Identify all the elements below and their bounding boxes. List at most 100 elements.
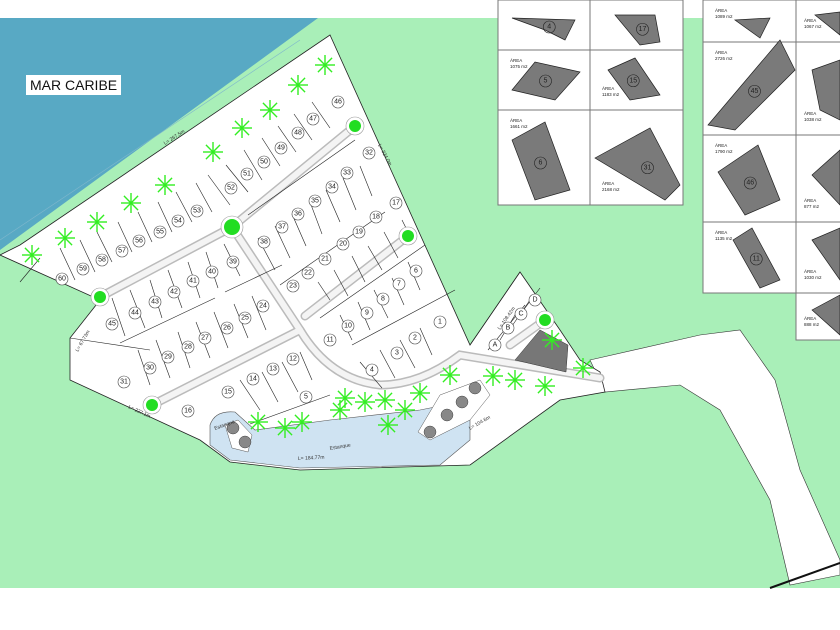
lot-53: 53 — [190, 204, 204, 218]
lot-boundary — [96, 231, 113, 263]
lot-24: 24 — [256, 299, 270, 313]
lot-57: 57 — [115, 244, 129, 258]
palm-tree-icon — [288, 75, 308, 95]
lot-60: 60 — [55, 272, 69, 286]
palm-frond — [575, 360, 584, 369]
lot-43: 43 — [148, 295, 162, 309]
palm-frond — [157, 177, 166, 186]
palm-frond — [262, 109, 271, 118]
palm-frond — [507, 379, 516, 388]
dimension-label: L= 184.77m — [298, 455, 325, 462]
lot-marker — [105, 317, 119, 331]
lot-55: 55 — [153, 225, 167, 239]
palm-trees — [22, 55, 593, 438]
area-label: ÁREA — [510, 57, 522, 63]
palm-frond — [339, 409, 348, 418]
lot-marker — [488, 338, 502, 352]
lot-number: 53 — [193, 208, 201, 215]
lot-boundary — [309, 201, 323, 235]
palm-frond — [575, 367, 584, 376]
roundabouts — [90, 116, 555, 415]
palm-tree-icon — [573, 358, 593, 378]
lot-labels: 1234567891011121314151617181920212223242… — [55, 95, 542, 418]
lot-number: 10 — [344, 323, 352, 330]
lot-23: 23 — [286, 279, 300, 293]
palm-frond — [317, 64, 326, 73]
lot-number: 9 — [365, 310, 369, 317]
lot-number: 16 — [184, 408, 192, 415]
lot-number: 54 — [174, 218, 182, 225]
lot-shape — [511, 121, 571, 201]
lot-boundary — [59, 247, 76, 281]
lot-number: 38 — [260, 239, 268, 246]
lot-boundary — [261, 371, 279, 403]
palm-frond — [277, 420, 286, 429]
lot-marker — [291, 207, 305, 221]
lot-marker — [408, 331, 422, 345]
lot-boundary — [383, 231, 399, 259]
lot-boundary — [137, 211, 153, 243]
palm-frond — [31, 254, 40, 263]
palm-frond — [257, 421, 266, 430]
lot-boundary — [224, 264, 283, 293]
lot-number: 14 — [249, 376, 257, 383]
palm-frond — [324, 64, 333, 73]
lot-boundary — [399, 339, 416, 369]
lot-number: 20 — [339, 241, 347, 248]
palm-frond — [364, 394, 373, 403]
lot-marker — [238, 311, 252, 325]
lot-number: 40 — [208, 269, 216, 276]
lot-marker — [246, 372, 260, 386]
lot-number: 42 — [170, 289, 178, 296]
palm-tree-icon — [260, 100, 280, 120]
island — [417, 379, 491, 441]
palm-frond — [250, 421, 259, 430]
area-label: ÁREA — [715, 229, 727, 235]
palm-frond — [212, 151, 221, 160]
area-value: 2168 m2 — [602, 187, 620, 192]
area-value: 1089 m2 — [715, 14, 733, 19]
lot-boundary — [261, 137, 281, 167]
lot-number: 27 — [201, 335, 209, 342]
lot-number: 34 — [328, 184, 336, 191]
lot-marker — [528, 293, 542, 307]
lot-number: 33 — [343, 170, 351, 177]
lot-number: 41 — [189, 278, 197, 285]
boundary-line — [769, 562, 840, 589]
lot-1: 1 — [433, 315, 447, 329]
lot-marker — [433, 315, 447, 329]
lot-boundary — [317, 281, 331, 301]
palm-frond — [492, 368, 501, 377]
palm-frond — [205, 151, 214, 160]
area-value: 1067 m2 — [804, 24, 822, 29]
palm-frond — [130, 202, 139, 211]
palm-tree-icon — [292, 412, 312, 432]
palm-frond — [387, 417, 396, 426]
palm-frond — [404, 402, 413, 411]
lot-boundary — [325, 189, 341, 223]
lot-marker — [205, 265, 219, 279]
palm-frond — [339, 402, 348, 411]
palm-frond — [332, 409, 341, 418]
lot-number: 11 — [326, 337, 333, 344]
lot-number: 4 — [547, 24, 551, 31]
lot-boundary — [213, 311, 229, 349]
lot-47: 47 — [306, 112, 320, 126]
lot-marker — [369, 210, 383, 224]
palm-frond — [377, 399, 386, 408]
palm-frond — [250, 414, 259, 423]
lot-marker — [501, 321, 515, 335]
lot-marker — [167, 285, 181, 299]
lot-6: 6 — [409, 264, 423, 278]
lot-50: 50 — [257, 155, 271, 169]
lot-54: 54 — [171, 214, 185, 228]
rock-icon — [238, 435, 252, 449]
palm-frond — [24, 254, 33, 263]
lot-marker — [392, 277, 406, 291]
lot-number: 8 — [381, 296, 385, 303]
palm-tree-icon — [375, 390, 395, 410]
lot-40: 40 — [205, 265, 219, 279]
lot-number: 36 — [294, 211, 302, 218]
lot-13: 13 — [266, 362, 280, 376]
